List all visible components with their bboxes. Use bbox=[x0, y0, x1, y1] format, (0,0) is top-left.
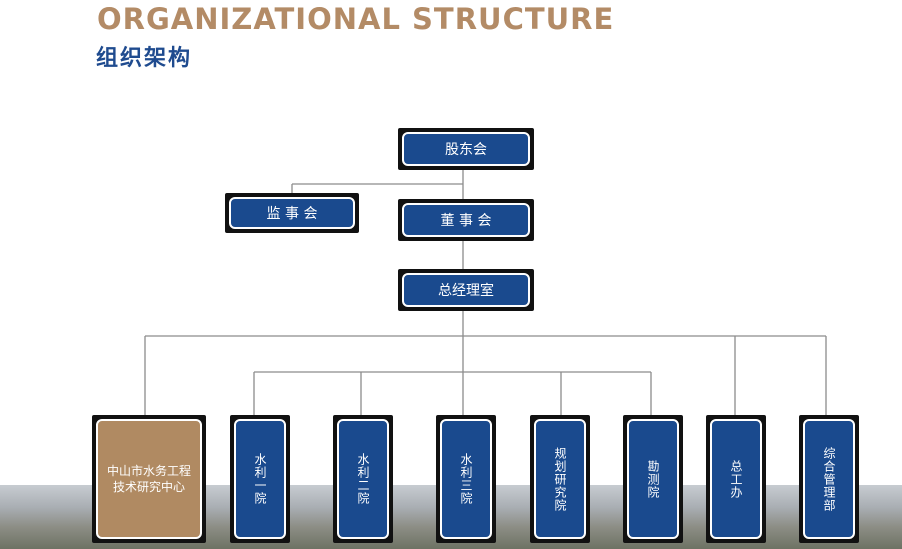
survey-institute-label: 勘测院 bbox=[627, 419, 679, 539]
board-box: 董 事 会 bbox=[398, 199, 534, 241]
supervisors-label: 监 事 会 bbox=[229, 197, 355, 229]
institute-2-box: 水利二院 bbox=[333, 415, 393, 543]
chief-engineer-office-box: 总工办 bbox=[706, 415, 766, 543]
institute-2-label: 水利二院 bbox=[337, 419, 389, 539]
admin-dept-label: 综合管理部 bbox=[803, 419, 855, 539]
planning-institute-box: 规划研究院 bbox=[530, 415, 590, 543]
research-center-box: 中山市水务工程技术研究中心 bbox=[92, 415, 206, 543]
title-english: ORGANIZATIONAL STRUCTURE bbox=[97, 2, 615, 36]
chief-engineer-office-label: 总工办 bbox=[710, 419, 762, 539]
survey-institute-box: 勘测院 bbox=[623, 415, 683, 543]
gm-office-box: 总经理室 bbox=[398, 269, 534, 311]
institute-1-box: 水利一院 bbox=[230, 415, 290, 543]
institute-1-label: 水利一院 bbox=[234, 419, 286, 539]
gm-office-label: 总经理室 bbox=[402, 273, 530, 307]
institute-3-box: 水利三院 bbox=[436, 415, 496, 543]
board-label: 董 事 会 bbox=[402, 203, 530, 237]
title-chinese: 组织架构 bbox=[96, 46, 193, 71]
supervisors-box: 监 事 会 bbox=[225, 193, 359, 233]
research-center-label: 中山市水务工程技术研究中心 bbox=[96, 419, 202, 539]
admin-dept-box: 综合管理部 bbox=[799, 415, 859, 543]
planning-institute-label: 规划研究院 bbox=[534, 419, 586, 539]
shareholders-label: 股东会 bbox=[402, 132, 530, 166]
institute-3-label: 水利三院 bbox=[440, 419, 492, 539]
shareholders-box: 股东会 bbox=[398, 128, 534, 170]
